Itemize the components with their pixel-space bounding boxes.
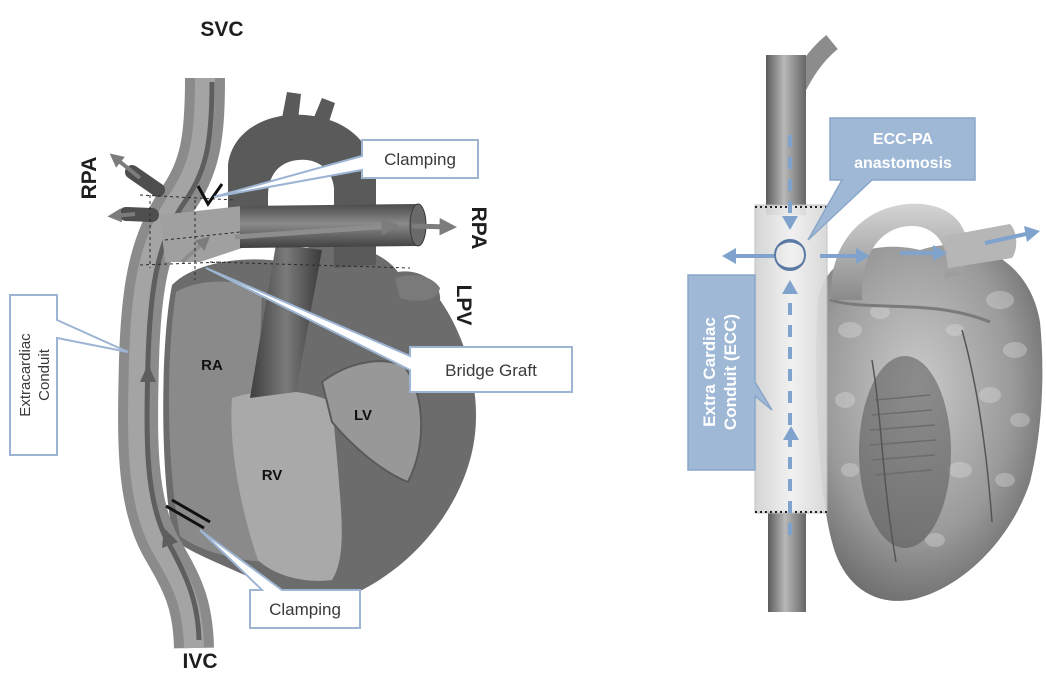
label-rpa-left: RPA xyxy=(78,157,101,200)
callout-extracardiac-conduit: Extracardiac Conduit xyxy=(10,295,128,455)
pulmonary-vein xyxy=(395,275,440,301)
label-rv: RV xyxy=(262,467,283,484)
label-ra: RA xyxy=(201,357,223,374)
label-ivc: IVC xyxy=(182,650,217,673)
label-svc: SVC xyxy=(200,18,243,41)
right-panel: ECC-PA anastomosis Extra Cardiac Conduit… xyxy=(688,42,1042,612)
bridge-graft xyxy=(160,206,242,262)
right-pulmonary-artery xyxy=(240,204,426,248)
left-panel: SVC IVC RPA RPA LPV RA LV RV Clamping Br… xyxy=(10,18,572,673)
rpa-arrow-lower xyxy=(113,214,135,216)
label-lpv: LPV xyxy=(452,285,475,326)
callout-ecc-line-1: Extra Cardiac xyxy=(700,317,719,427)
callout-clamping-bottom-text: Clamping xyxy=(269,600,341,619)
callout-clamping-top-text: Clamping xyxy=(384,150,456,169)
inferior-vena-cava xyxy=(768,510,806,612)
superior-vena-cava xyxy=(766,55,806,215)
callout-ecc-pa-line-1: ECC-PA xyxy=(873,131,934,148)
rpa-arrow-right xyxy=(412,226,450,227)
callout-extracardiac-line-2: Conduit xyxy=(36,348,53,401)
label-rpa-right: RPA xyxy=(467,207,490,250)
aortic-branch xyxy=(282,92,301,120)
right-ventricle-outflow xyxy=(859,356,951,548)
callout-bridge-graft-text: Bridge Graft xyxy=(445,361,537,380)
callout-ecc-line-2: Conduit (ECC) xyxy=(721,314,740,430)
label-lv: LV xyxy=(354,407,372,424)
callout-ecc-pa-line-2: anastomosis xyxy=(854,155,952,172)
callout-extracardiac-line-1: Extracardiac xyxy=(17,333,34,417)
